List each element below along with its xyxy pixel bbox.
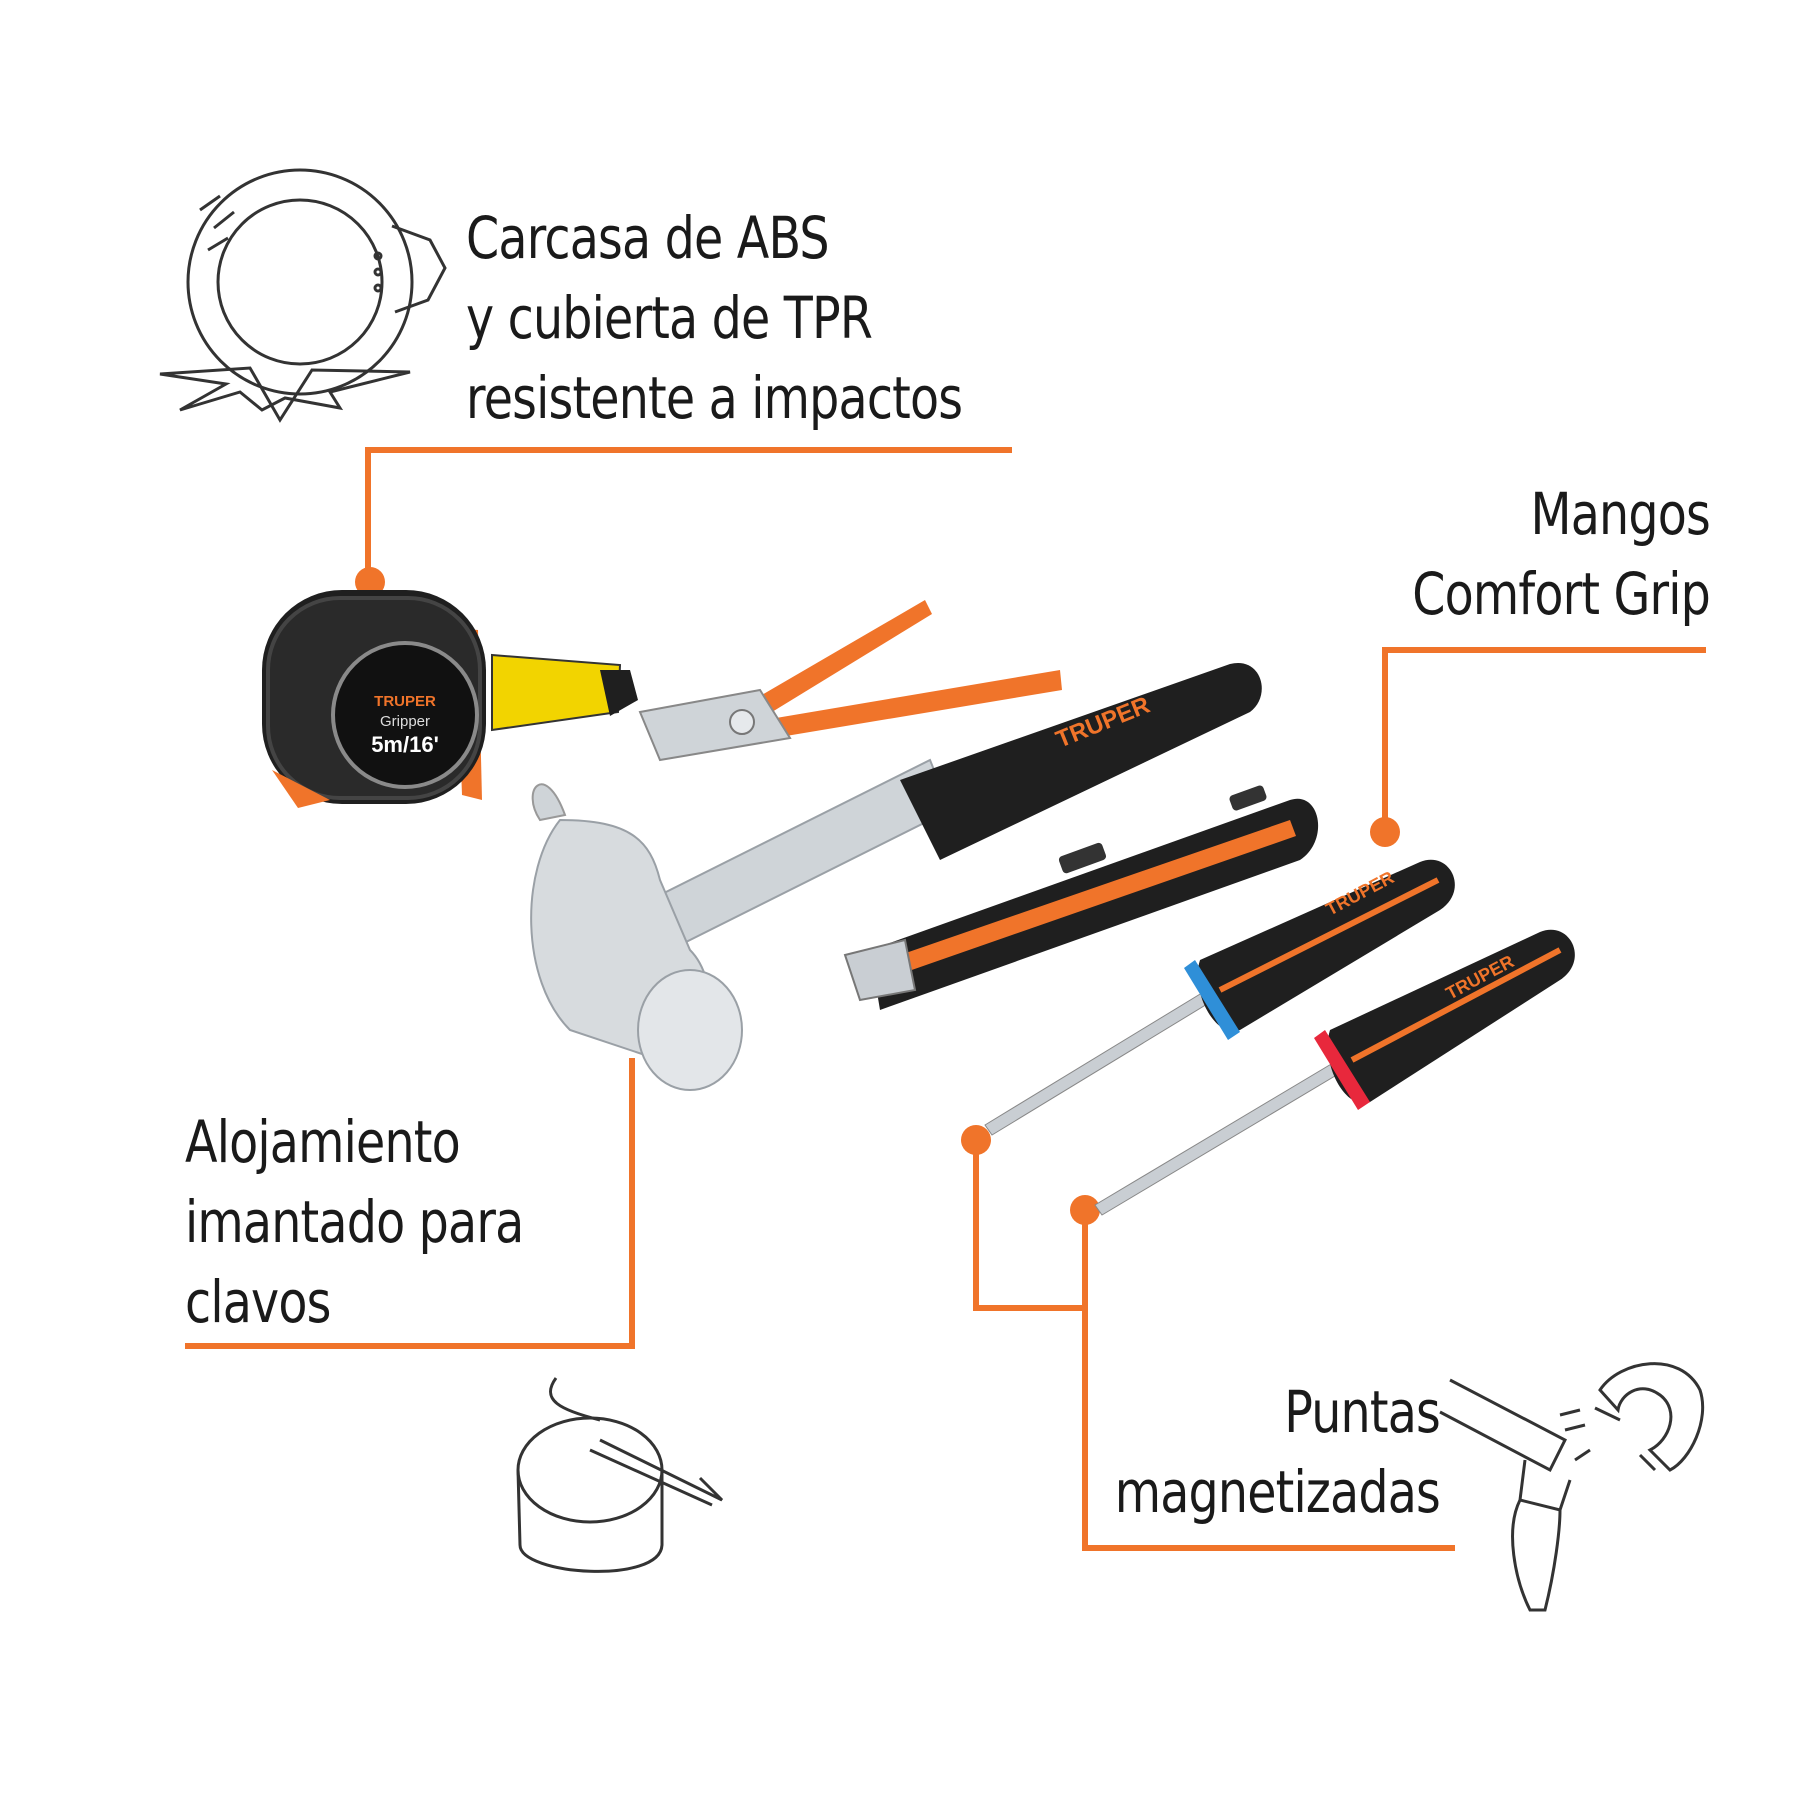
- leader-housing: [365, 447, 1012, 585]
- pliers: [638, 600, 1062, 762]
- callout-housing: Carcasa de ABS y cubierta de TPR resiste…: [466, 198, 963, 438]
- callout-housing-line-3: resistente a impactos: [466, 364, 963, 432]
- callout-tips-line-2: magnetizadas: [1114, 1458, 1441, 1526]
- screwdriver-phillips: TRUPER: [984, 859, 1455, 1136]
- callout-housing-line-1: Carcasa de ABS: [466, 204, 830, 272]
- dot-tip-phillips: [961, 1125, 991, 1155]
- callout-housing-line-2: y cubierta de TPR: [466, 284, 873, 352]
- tape-measure: TRUPER Gripper 5m/16': [262, 590, 638, 808]
- cutter: [843, 785, 1319, 1010]
- magnet-ring-icon: [516, 1377, 724, 1573]
- callout-magnet-holder-line-3: clavos: [185, 1268, 331, 1336]
- dot-housing: [355, 567, 385, 597]
- callout-tips-line-1: Puntas: [1284, 1378, 1441, 1446]
- callout-handles-line-1: Mangos: [1530, 480, 1711, 548]
- callout-handles: Mangos Comfort Grip: [1284, 474, 1711, 634]
- callout-tips: Puntas magnetizadas: [1046, 1372, 1441, 1532]
- callout-handles-line-2: Comfort Grip: [1412, 560, 1711, 628]
- dot-handles: [1370, 817, 1400, 847]
- callout-leaders: [185, 447, 1706, 1551]
- hammer: TRUPER: [530, 662, 1262, 1091]
- magnetized-tip-icon: [1439, 1362, 1705, 1612]
- impact-tape-icon: [159, 168, 447, 423]
- callout-magnet-holder-line-2: imantado para: [185, 1188, 524, 1256]
- screwdriver-flat: TRUPER: [1094, 929, 1575, 1216]
- leader-handles: [1382, 647, 1706, 830]
- tape-model: Gripper: [380, 713, 430, 730]
- tape-brand: TRUPER: [374, 693, 436, 710]
- callout-magnet-holder: Alojamiento imantado para clavos: [185, 1102, 524, 1342]
- tape-size: 5m/16': [371, 732, 439, 757]
- leader-magnet: [185, 1058, 635, 1349]
- callout-magnet-holder-line-1: Alojamiento: [185, 1108, 461, 1176]
- dot-tip-flat: [1070, 1195, 1100, 1225]
- leader-tips: [973, 1138, 1455, 1551]
